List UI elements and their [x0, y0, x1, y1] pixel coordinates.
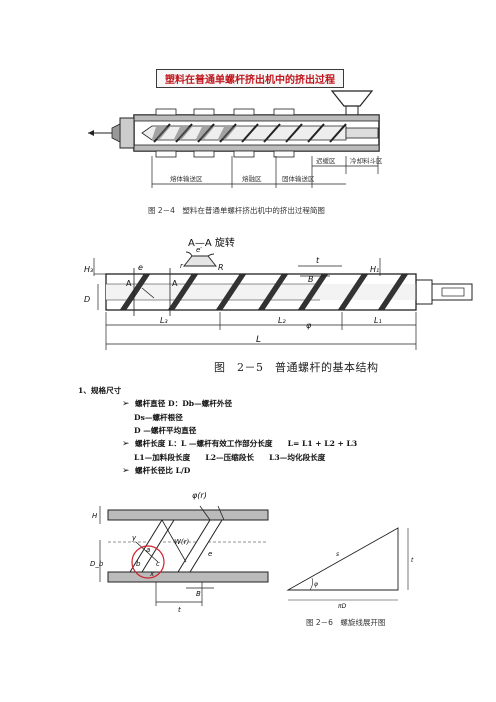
svg-text:φ: φ: [306, 321, 312, 330]
die-head: [111, 117, 135, 149]
h1-label: H₁: [370, 265, 379, 274]
svg-text:W(r): W(r): [174, 538, 190, 546]
aa-section-sketch: [183, 251, 217, 267]
svg-text:L₃: L₃: [160, 316, 168, 325]
screw-structure-diagram: A—A 旋转 e′ r R A A e H₃ D H₁: [84, 236, 473, 350]
zone-hopper-label: 冷却料斗区: [350, 156, 383, 165]
zone-melt-conveying-label: 熔体输送区: [170, 174, 203, 183]
highlight-circle: [131, 545, 165, 579]
spec-mean-diameter: D —螺杆平均直径: [134, 426, 197, 435]
arrow-bullet-icon: ➢: [122, 399, 130, 409]
svg-text:φ(r): φ(r): [192, 491, 207, 500]
svg-text:H: H: [92, 512, 98, 520]
svg-text:t: t: [316, 256, 320, 265]
zone-transition-label: 迟缓区: [316, 156, 336, 165]
section-heading: 1、规格尺寸: [78, 386, 122, 395]
spec-root-diameter: Ds—螺杆根径: [134, 413, 183, 422]
svg-text:D_b: D_b: [90, 560, 104, 568]
svg-text:L: L: [256, 335, 261, 345]
svg-text:R: R: [218, 263, 224, 272]
svg-text:A: A: [126, 279, 132, 288]
svg-text:c: c: [156, 560, 160, 568]
svg-text:b: b: [136, 560, 141, 568]
svg-text:φ: φ: [314, 581, 318, 588]
svg-text:L₂: L₂: [278, 316, 286, 325]
h3-label: H₃: [84, 265, 93, 274]
spec-diameter: ➢螺杆直径 D：Db—螺杆外径: [122, 399, 233, 409]
svg-text:r: r: [180, 262, 184, 270]
arrow-bullet-icon: ➢: [122, 466, 130, 476]
svg-text:x: x: [149, 570, 155, 578]
zone-solid-conveying-label: 固体输送区: [282, 174, 315, 183]
svg-text:y: y: [131, 534, 137, 542]
svg-text:πD: πD: [338, 603, 347, 610]
figure2-caption: 图 2－5 普通螺杆的基本结构: [214, 361, 379, 374]
svg-text:L₁: L₁: [374, 316, 382, 325]
figure4-caption: 图 2－6 螺旋线展开图: [306, 618, 386, 627]
svg-text:e: e: [208, 550, 212, 558]
figure1-caption: 图 2－4 塑料在普通单螺杆挤出机中的挤出过程简图: [148, 206, 325, 215]
svg-text:A: A: [172, 279, 178, 288]
svg-text:s: s: [336, 551, 339, 558]
hopper-icon: [330, 90, 374, 117]
extruder-diagram: 迟缓区 冷却料斗区 熔体输送区 熔融区 固体输送区: [88, 90, 383, 188]
arrow-bullet-icon: ➢: [122, 439, 130, 449]
zone-melting-label: 熔融区: [242, 174, 262, 183]
svg-text:t: t: [411, 557, 414, 564]
svg-text:t: t: [178, 606, 181, 614]
helix-development-diagram: φ s πD t: [286, 527, 414, 610]
spec-ld-ratio: ➢螺杆长径比 L/D: [122, 466, 191, 476]
svg-text:e: e: [138, 263, 143, 272]
spec-section-lengths: L1—加料段长度 L2—压缩段长 L3—均化段长度: [134, 453, 326, 462]
svg-text:a: a: [146, 546, 150, 554]
svg-text:e′: e′: [196, 246, 202, 254]
section-aa-label: A—A 旋转: [188, 236, 235, 249]
flight-cross-section-diagram: φ(r) H D_b y a b c x W(r) e B t: [90, 491, 269, 614]
svg-text:B: B: [308, 275, 314, 284]
d-label: D: [84, 295, 90, 304]
svg-text:B: B: [196, 590, 201, 598]
figure1-title: 塑料在普通单螺杆挤出机中的挤出过程: [156, 69, 344, 88]
spec-length: ➢螺杆长度 L：L —螺杆有效工作部分长度 L= L1 + L2 + L3: [122, 439, 358, 449]
